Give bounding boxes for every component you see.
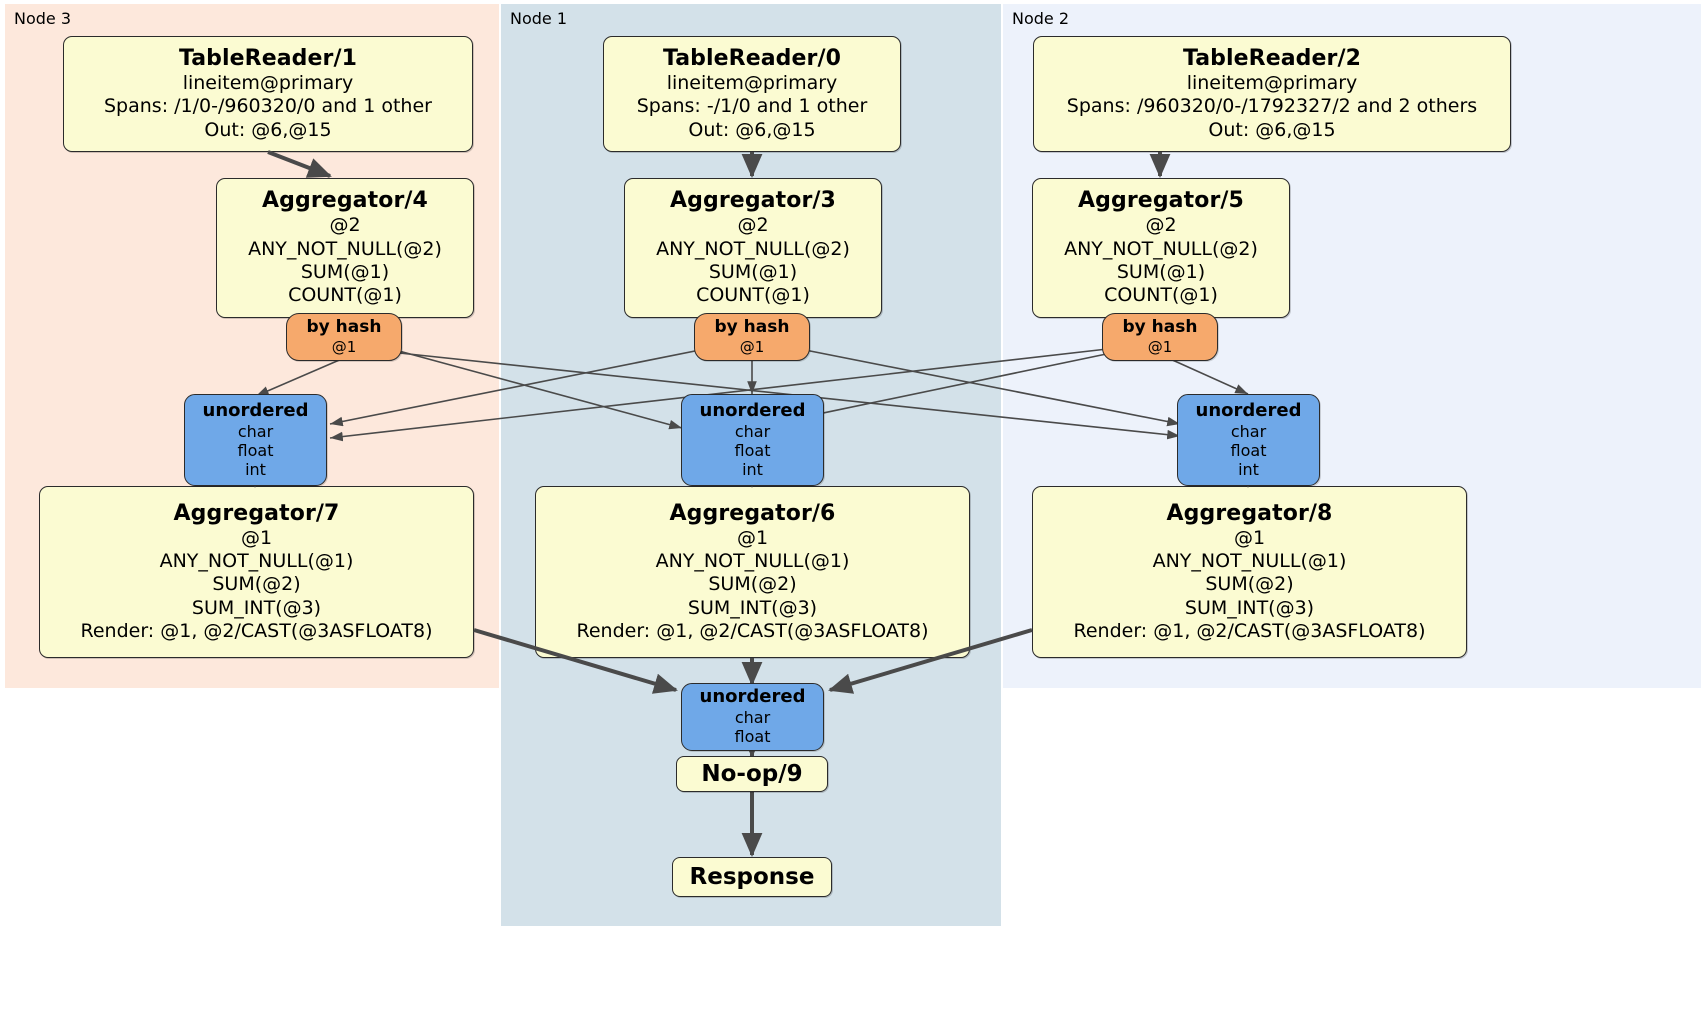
inbox-type: float [734, 727, 771, 747]
stage1-inbox-node1[interactable]: unordered char float int [681, 394, 824, 486]
aggregator-func: SUM_INT(@3) [1184, 596, 1315, 619]
hash-router-title: by hash [306, 317, 382, 338]
aggregator-func: SUM(@2) [1205, 573, 1294, 596]
aggregator-group-cols: @1 [736, 526, 769, 549]
node-label-node3: Node 3 [14, 9, 72, 28]
inbox-title: unordered [202, 399, 309, 421]
hash-router-node3[interactable]: by hash @1 [286, 313, 402, 361]
table-reader-title: TableReader/0 [662, 45, 842, 71]
aggregator-box-5[interactable]: Aggregator/5 @2 ANY_NOT_NULL(@2) SUM(@1)… [1032, 178, 1290, 318]
aggregator-func: COUNT(@1) [1104, 284, 1218, 307]
hash-router-title: by hash [1122, 317, 1198, 338]
inbox-type: float [1230, 440, 1267, 460]
aggregator-func: SUM(@1) [300, 260, 390, 283]
aggregator-render: Render: @1, @2/CAST(@3ASFLOAT8) [80, 620, 433, 643]
aggregator-box-4[interactable]: Aggregator/4 @2 ANY_NOT_NULL(@2) SUM(@1)… [216, 178, 474, 318]
aggregator-box-6[interactable]: Aggregator/6 @1 ANY_NOT_NULL(@1) SUM(@2)… [535, 486, 970, 658]
inbox-type: int [1238, 460, 1259, 480]
table-reader-box-1[interactable]: TableReader/1 lineitem@primary Spans: /1… [63, 36, 473, 152]
stage1-inbox-node2[interactable]: unordered char float int [1177, 394, 1320, 486]
aggregator-func: ANY_NOT_NULL(@2) [1064, 237, 1258, 260]
aggregator-func: COUNT(@1) [288, 284, 402, 307]
aggregator-title: Aggregator/5 [1078, 188, 1244, 214]
inbox-type: float [734, 440, 771, 460]
aggregator-title: Aggregator/8 [1166, 500, 1333, 526]
inbox-type: char [237, 421, 274, 441]
table-reader-table: lineitem@primary [1186, 71, 1358, 94]
aggregator-box-8[interactable]: Aggregator/8 @1 ANY_NOT_NULL(@1) SUM(@2)… [1032, 486, 1467, 658]
inbox-title: unordered [699, 399, 806, 421]
aggregator-box-3[interactable]: Aggregator/3 @2 ANY_NOT_NULL(@2) SUM(@1)… [624, 178, 882, 318]
aggregator-func: ANY_NOT_NULL(@2) [656, 237, 850, 260]
inbox-type: char [734, 708, 771, 728]
hash-router-key: @1 [739, 337, 765, 356]
table-reader-spans: Spans: -/1/0 and 1 other [636, 95, 868, 118]
aggregator-title: Aggregator/6 [669, 500, 836, 526]
table-reader-box-0[interactable]: TableReader/0 lineitem@primary Spans: -/… [603, 36, 901, 152]
aggregator-group-cols: @2 [1145, 214, 1177, 237]
aggregator-func: ANY_NOT_NULL(@2) [248, 237, 442, 260]
hash-router-node1[interactable]: by hash @1 [694, 313, 810, 361]
table-reader-out: Out: @6,@15 [204, 118, 332, 141]
inbox-title: unordered [1195, 399, 1302, 421]
aggregator-func: SUM(@1) [1116, 260, 1206, 283]
hash-router-key: @1 [1147, 337, 1173, 356]
hash-router-key: @1 [331, 337, 357, 356]
aggregator-func: ANY_NOT_NULL(@1) [159, 549, 354, 572]
aggregator-group-cols: @2 [737, 214, 769, 237]
aggregator-title: Aggregator/3 [670, 188, 836, 214]
aggregator-func: ANY_NOT_NULL(@1) [655, 549, 850, 572]
aggregator-group-cols: @2 [329, 214, 361, 237]
hash-router-title: by hash [714, 317, 790, 338]
aggregator-render: Render: @1, @2/CAST(@3ASFLOAT8) [576, 620, 929, 643]
aggregator-func: ANY_NOT_NULL(@1) [1152, 549, 1347, 572]
aggregator-func: SUM_INT(@3) [687, 596, 818, 619]
aggregator-func: SUM_INT(@3) [191, 596, 322, 619]
aggregator-group-cols: @1 [1233, 526, 1266, 549]
noop-box-9[interactable]: No-op/9 [676, 756, 828, 792]
final-inbox[interactable]: unordered char float [681, 683, 824, 751]
inbox-title: unordered [699, 686, 806, 708]
table-reader-table: lineitem@primary [666, 71, 838, 94]
aggregator-func: SUM(@1) [708, 260, 798, 283]
table-reader-spans: Spans: /1/0-/960320/0 and 1 other [104, 95, 432, 118]
aggregator-func: SUM(@2) [708, 573, 797, 596]
aggregator-func: COUNT(@1) [696, 284, 810, 307]
inbox-type: char [734, 421, 771, 441]
hash-router-node2[interactable]: by hash @1 [1102, 313, 1218, 361]
aggregator-render: Render: @1, @2/CAST(@3ASFLOAT8) [1073, 620, 1426, 643]
inbox-type: int [245, 460, 266, 480]
aggregator-group-cols: @1 [240, 526, 273, 549]
inbox-type: int [742, 460, 763, 480]
table-reader-table: lineitem@primary [182, 71, 354, 94]
table-reader-box-2[interactable]: TableReader/2 lineitem@primary Spans: /9… [1033, 36, 1511, 152]
response-box[interactable]: Response [672, 857, 832, 897]
inbox-type: char [1230, 421, 1267, 441]
stage1-inbox-node3[interactable]: unordered char float int [184, 394, 327, 486]
aggregator-func: SUM(@2) [212, 573, 301, 596]
table-reader-out: Out: @6,@15 [1208, 118, 1336, 141]
table-reader-out: Out: @6,@15 [688, 118, 816, 141]
node-label-node2: Node 2 [1012, 9, 1070, 28]
aggregator-title: Aggregator/4 [262, 188, 428, 214]
table-reader-spans: Spans: /960320/0-/1792327/2 and 2 others [1066, 95, 1478, 118]
table-reader-title: TableReader/1 [178, 45, 358, 71]
inbox-type: float [237, 440, 274, 460]
node-label-node1: Node 1 [510, 9, 568, 28]
aggregator-title: Aggregator/7 [173, 500, 340, 526]
table-reader-title: TableReader/2 [1182, 45, 1362, 71]
aggregator-box-7[interactable]: Aggregator/7 @1 ANY_NOT_NULL(@1) SUM(@2)… [39, 486, 474, 658]
